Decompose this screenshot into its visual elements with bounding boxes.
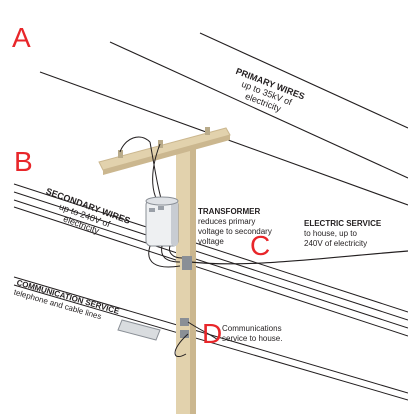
electric-service-label: ELECTRIC SERVICE to house, up to 240V of… <box>304 219 381 249</box>
crossarm <box>98 127 231 175</box>
marker-d: D <box>202 318 223 349</box>
primary-wires <box>39 32 408 206</box>
secondary-wire-2 <box>13 191 408 321</box>
marker-c: C <box>250 230 271 261</box>
primary-wire-2 <box>109 41 408 179</box>
secondary-bracket <box>182 256 192 270</box>
secondary-wire-1 <box>13 183 408 313</box>
transformer-line2: voltage to secondary <box>198 227 272 236</box>
utility-pole <box>176 148 196 414</box>
insulator-1 <box>118 150 123 158</box>
transformer-line1: reduces primary <box>198 217 256 226</box>
marker-a: A <box>12 22 31 53</box>
electric-service-drop <box>189 250 408 265</box>
insulator-2 <box>158 140 163 148</box>
comm-house-line1: Communications <box>222 324 282 333</box>
transformer-title: TRANSFORMER <box>198 207 261 216</box>
transformer <box>145 196 179 247</box>
electric-service-line1: to house, up to <box>304 229 357 238</box>
insulator-3 <box>205 127 210 135</box>
primary-wire-3 <box>199 32 408 129</box>
comm-service-drop <box>174 321 219 357</box>
electric-service-line2: 240V of electricity <box>304 239 368 248</box>
comm-house-line2: service to house. <box>222 334 283 343</box>
comm-house-label: Communications service to house. <box>222 324 282 344</box>
secondary-wire-4 <box>13 206 408 337</box>
pole-shadow <box>190 148 196 414</box>
comm-wire-2 <box>13 284 408 401</box>
transformer-label: TRANSFORMER reduces primary voltage to s… <box>198 207 272 247</box>
comm-device <box>117 318 189 341</box>
electric-service-title: ELECTRIC SERVICE <box>304 219 382 228</box>
marker-b: B <box>14 146 33 177</box>
transformer-line3: voltage <box>198 237 224 246</box>
secondary-connections <box>148 245 183 268</box>
